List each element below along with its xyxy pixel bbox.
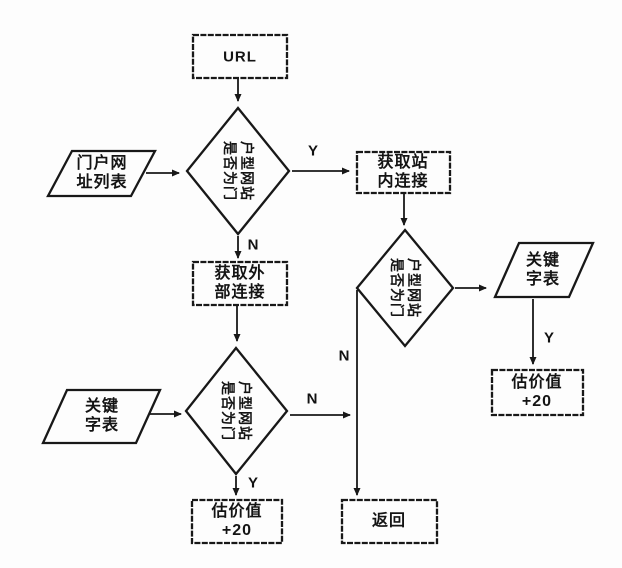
decision-middle-label: 是否为门 户型网站 — [220, 381, 253, 441]
score-plus20-right-label: 估价值 +20 — [511, 374, 563, 410]
decision-top-no-label: N — [247, 236, 259, 254]
score-plus20-right-box — [490, 368, 585, 417]
decision-middle-yes-label: Y — [247, 474, 259, 492]
score-plus20-left-label: 估价值 +20 — [211, 503, 263, 539]
decision-right-diamond — [355, 228, 455, 348]
keyword-right-yes-label: Y — [543, 329, 555, 347]
url-box — [191, 33, 289, 80]
portal-url-list-parallelogram — [46, 149, 157, 198]
keyword-list-right-parallelogram — [493, 241, 595, 299]
score-plus20-left-box — [190, 498, 284, 545]
portal-url-list-label: 门户网 址列表 — [76, 155, 128, 191]
get-external-links-box — [191, 260, 289, 307]
decision-middle-no-label: N — [306, 390, 318, 408]
get-external-links-label: 获取外 部连接 — [214, 265, 266, 301]
keyword-list-right-label: 关键 字表 — [525, 252, 561, 288]
decision-top-label: 是否为门 户型网站 — [222, 141, 255, 201]
return-box — [340, 498, 439, 545]
get-internal-links-box — [355, 150, 452, 195]
keyword-list-left-parallelogram — [41, 388, 162, 445]
return-label: 返回 — [371, 512, 407, 530]
keyword-list-left-label: 关键 字表 — [84, 398, 120, 434]
decision-right-no-label: N — [338, 347, 350, 365]
decision-top-yes-label: Y — [307, 142, 319, 160]
decision-middle-diamond — [184, 346, 289, 476]
url-label: URL — [223, 48, 257, 66]
get-internal-links-label: 获取站 内连接 — [377, 154, 429, 190]
decision-right-label: 是否为门 户型网站 — [389, 258, 422, 318]
decision-top-diamond — [185, 106, 291, 236]
